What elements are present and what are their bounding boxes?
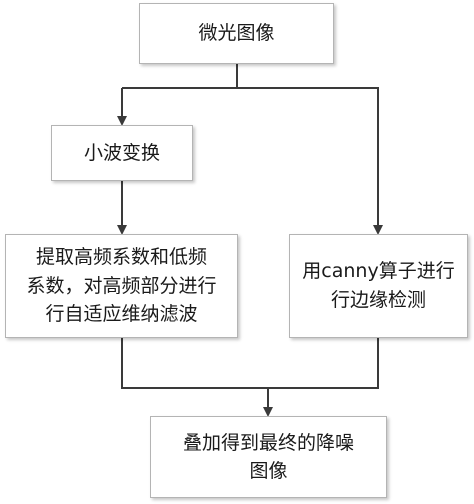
node-result-line-1: 叠加得到最终的降噪	[182, 431, 354, 454]
split-connector	[122, 64, 238, 89]
node-extract-line-2: 系数，对高频部分进行	[26, 274, 217, 297]
node-extract-line-1: 提取高频系数和低频	[35, 246, 207, 269]
node-wavelet-label: 小波变换	[83, 141, 160, 164]
node-canny-line-1: 用canny算子进行	[302, 259, 455, 282]
arrow-start-to-canny	[237, 87, 383, 235]
node-result: 叠加得到最终的降噪 图像	[150, 416, 387, 498]
node-start-label: 微光图像	[198, 22, 275, 45]
node-result-line-2: 图像	[249, 460, 288, 482]
node-extract-line-3: 行自适应维纳滤波	[45, 303, 198, 326]
node-canny-line-2: 行边缘检测	[330, 289, 426, 311]
merge-line-right	[268, 338, 379, 389]
node-wavelet: 小波变换	[51, 125, 193, 181]
node-extract: 提取高频系数和低频 系数，对高频部分进行 行自适应维纳滤波	[5, 234, 238, 338]
node-start: 微光图像	[139, 3, 334, 64]
node-canny: 用canny算子进行 行边缘检测	[289, 234, 468, 338]
merge-line-left	[121, 338, 268, 389]
